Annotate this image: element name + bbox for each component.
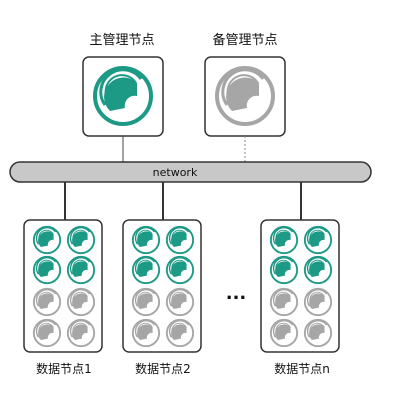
data-node-n-label: 数据节点n	[274, 361, 330, 376]
backup-node-label: 备管理节点	[212, 32, 277, 48]
primary-node-label: 主管理节点	[89, 33, 154, 48]
data-node-2-box	[122, 219, 202, 353]
data-node-1-box	[23, 219, 103, 353]
network-bus	[9, 161, 372, 183]
ellipsis: ...	[226, 283, 247, 304]
data-node-1-label: 数据节点1	[36, 361, 92, 376]
data-node-2-label: 数据节点2	[135, 361, 191, 376]
data-node-n-box	[260, 219, 340, 353]
network-label: network	[153, 166, 198, 179]
